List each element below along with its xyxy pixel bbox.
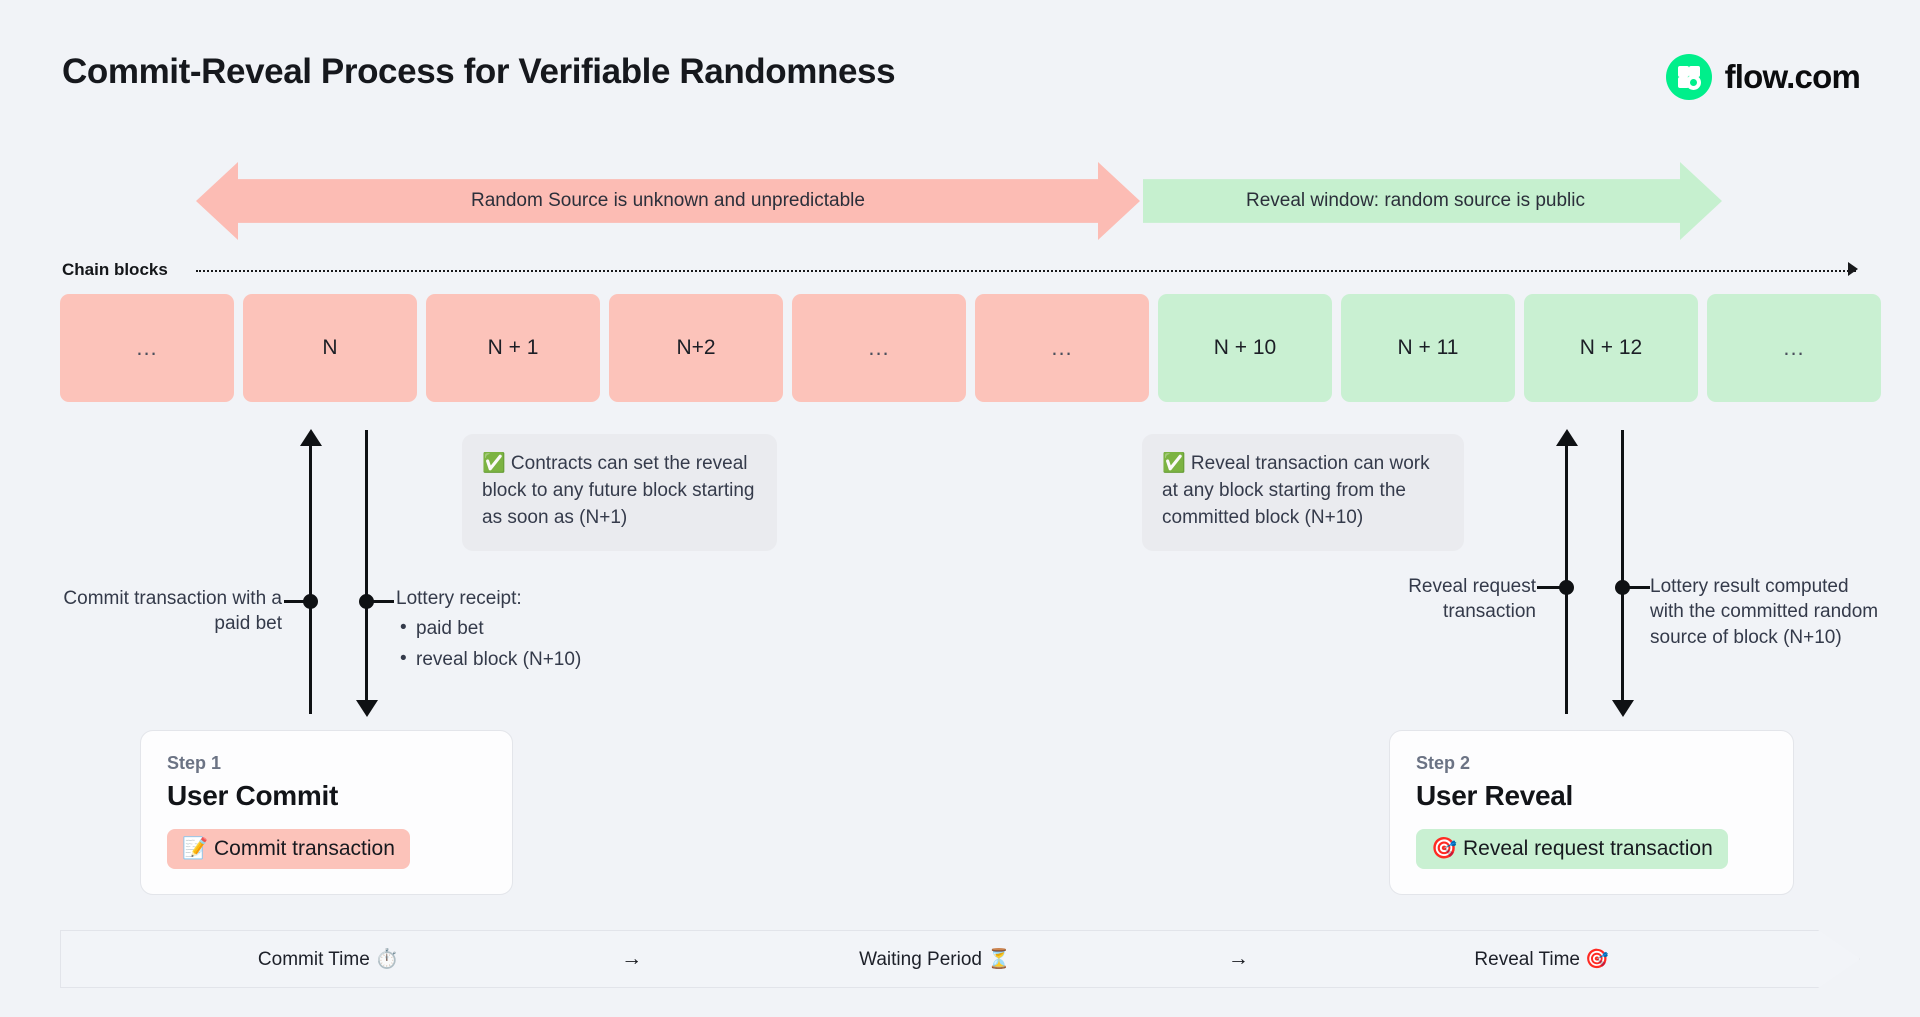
commit-arrow-line <box>309 444 312 714</box>
phase-timeline-items: Commit Time ⏱️ → Waiting Period ⏳ → Reve… <box>60 930 1860 988</box>
step-title: User Reveal <box>1416 780 1574 811</box>
chain-axis-line <box>196 270 1856 272</box>
reveal-window-label: Reveal window: random source is public <box>1246 190 1585 211</box>
chain-block[interactable]: ... <box>975 294 1149 402</box>
reveal-callout: ✅ Reveal transaction can work at any blo… <box>1142 434 1464 551</box>
receipt-anchor-dot <box>359 594 374 609</box>
page-title: Commit-Reveal Process for Verifiable Ran… <box>62 52 896 91</box>
receipt-arrow-line <box>365 430 368 705</box>
commit-transaction-annotation: Commit transaction with a paid bet <box>63 588 282 635</box>
commit-connector <box>284 600 314 603</box>
step-eyebrow: Step 2 <box>1416 753 1471 773</box>
step-title: User Commit <box>167 780 338 811</box>
lottery-receipt-annotation: Lottery receipt: paid bet reveal block (… <box>396 586 696 672</box>
phase-arrow-icon: → <box>1227 947 1249 970</box>
lottery-receipt-title: Lottery receipt: <box>396 588 522 609</box>
chain-axis-arrow-icon <box>1848 262 1858 276</box>
step-card-user-reveal[interactable]: Step 2 User Reveal 🎯 Reveal request tran… <box>1389 730 1794 895</box>
phase-timeline-shape <box>60 930 1860 988</box>
unpredictable-window-banner: Random Source is unknown and unpredictab… <box>196 162 1140 240</box>
step-card-user-commit[interactable]: Step 1 User Commit 📝 Commit transaction <box>140 730 513 895</box>
chain-block[interactable]: N + 11 <box>1341 294 1515 402</box>
chain-block[interactable]: N <box>243 294 417 402</box>
phase-waiting-period: Waiting Period ⏳ <box>859 949 1011 970</box>
commit-callout: ✅ Contracts can set the reveal block to … <box>462 434 777 551</box>
chain-block[interactable]: N + 1 <box>426 294 600 402</box>
reveal-anchor-dot <box>1559 580 1574 595</box>
reveal-arrow-line <box>1565 444 1568 714</box>
phase-commit-time: Commit Time ⏱️ <box>257 949 399 970</box>
receipt-arrow-down-icon <box>356 700 378 717</box>
commit-arrow-up-icon <box>300 429 322 446</box>
result-anchor-dot <box>1615 580 1630 595</box>
chain-block-row: ... N N + 1 N+2 ... ... N + 10 N + 11 N … <box>60 294 1881 402</box>
reveal-connector <box>1537 586 1567 589</box>
commit-transaction-pill[interactable]: 📝 Commit transaction <box>167 829 410 869</box>
result-connector <box>1622 586 1650 589</box>
chain-block[interactable]: N+2 <box>609 294 783 402</box>
chain-block[interactable]: ... <box>792 294 966 402</box>
unpredictable-window-label: Random Source is unknown and unpredictab… <box>471 190 865 211</box>
chain-block[interactable]: ... <box>60 294 234 402</box>
step-eyebrow: Step 1 <box>167 753 222 773</box>
flow-logo-icon <box>1665 54 1712 100</box>
list-item: paid bet <box>396 615 696 641</box>
chain-block[interactable]: N + 10 <box>1158 294 1332 402</box>
commit-anchor-dot <box>303 594 318 609</box>
reveal-request-transaction-pill[interactable]: 🎯 Reveal request transaction <box>1416 829 1728 869</box>
list-item: reveal block (N+10) <box>396 646 696 672</box>
reveal-window-banner: Reveal window: random source is public <box>1143 162 1722 240</box>
phase-reveal-time: Reveal Time 🎯 <box>1474 949 1609 970</box>
reveal-arrow-up-icon <box>1556 429 1578 446</box>
result-arrow-down-icon <box>1612 700 1634 717</box>
chain-block[interactable]: N + 12 <box>1524 294 1698 402</box>
brand-name: flow.com <box>1724 58 1861 95</box>
lottery-receipt-list: paid bet reveal block (N+10) <box>396 615 696 672</box>
chain-block[interactable]: ... <box>1707 294 1881 402</box>
result-arrow-line <box>1621 430 1624 705</box>
receipt-connector <box>366 600 394 603</box>
phase-banner-row: Random Source is unknown and unpredictab… <box>0 162 1920 240</box>
phase-arrow-icon: → <box>621 947 643 970</box>
phase-timeline-bar: Commit Time ⏱️ → Waiting Period ⏳ → Reve… <box>60 930 1860 988</box>
chain-blocks-label: Chain blocks <box>62 260 168 279</box>
reveal-request-annotation: Reveal request transaction <box>1408 576 1536 623</box>
brand-logo: flow.com <box>1665 54 1861 100</box>
lottery-result-annotation: Lottery result computed with the committ… <box>1650 576 1879 648</box>
